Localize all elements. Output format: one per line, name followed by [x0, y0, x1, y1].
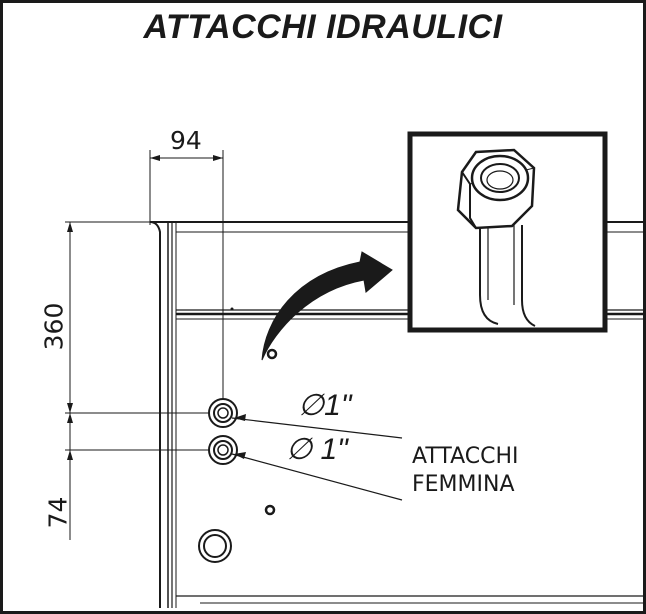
fitting-upper — [208, 398, 238, 428]
diameter-icon: ∅ — [298, 389, 325, 422]
small-hole-lower — [264, 504, 276, 516]
drain-ring — [198, 529, 232, 563]
dimension-360-label: 360 — [39, 302, 69, 351]
diameter-icon: ∅ — [286, 433, 313, 466]
callout-label: ATTACCHI FEMMINA — [412, 443, 519, 499]
leader-lines — [231, 414, 403, 501]
small-hole-upper — [266, 348, 278, 360]
detail-inset — [407, 131, 608, 333]
dimension-94-label: 94 — [170, 126, 202, 155]
connection-upper-diameter: ∅1" — [298, 388, 351, 423]
fitting-lower — [208, 435, 238, 465]
dimension-lines — [65, 150, 224, 540]
callout-line-2: FEMMINA — [412, 472, 515, 497]
page-title: ATTACCHI IDRAULICI — [143, 8, 503, 46]
connection-lower-size: 1" — [320, 433, 348, 466]
dimension-74-label: 74 — [43, 496, 73, 529]
detail-arrow — [261, 251, 393, 361]
callout-line-1: ATTACCHI — [412, 444, 519, 469]
connection-lower-diameter: ∅ 1" — [286, 432, 348, 467]
connection-upper-size: 1" — [324, 389, 352, 422]
